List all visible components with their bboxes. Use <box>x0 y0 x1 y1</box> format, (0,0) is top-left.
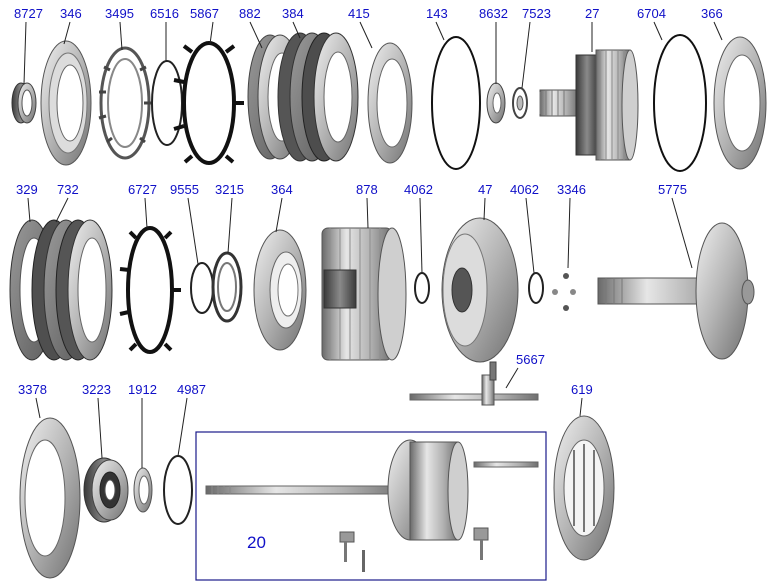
label-878[interactable]: 878 <box>356 182 378 197</box>
part-143-snap-ring <box>431 36 481 170</box>
label-3223[interactable]: 3223 <box>82 382 111 397</box>
part-5775-output-shaft <box>597 222 755 360</box>
part-3378-cover-plate <box>19 417 81 579</box>
group-box-20 <box>195 431 547 581</box>
part-7523-washer <box>512 87 528 119</box>
label-5867[interactable]: 5867 <box>190 6 219 21</box>
part-4062-snap-ring-right <box>528 272 544 304</box>
label-47[interactable]: 47 <box>478 182 493 197</box>
part-346-thrust-washer <box>40 40 92 166</box>
part-5667-park-rod <box>409 361 539 406</box>
label-415[interactable]: 415 <box>348 6 370 21</box>
part-9555-snap-ring <box>190 262 214 314</box>
part-6727-wave-plate <box>119 226 181 354</box>
part-732-clutch-pack <box>31 219 113 361</box>
label-8727[interactable]: 8727 <box>14 6 43 21</box>
label-20[interactable]: 20 <box>247 533 266 552</box>
part-1912-seal <box>133 467 153 513</box>
part-366-reaction-plate <box>713 36 767 170</box>
part-47-drum <box>441 217 519 363</box>
label-4987[interactable]: 4987 <box>177 382 206 397</box>
label-732[interactable]: 732 <box>57 182 79 197</box>
label-143[interactable]: 143 <box>426 6 448 21</box>
part-20-input-shaft-assembly <box>205 439 539 572</box>
part-4987-snap-ring <box>163 455 193 525</box>
label-384[interactable]: 384 <box>282 6 304 21</box>
part-364-piston <box>253 229 307 351</box>
part-619-flange-plate <box>553 415 615 561</box>
label-329[interactable]: 329 <box>16 182 38 197</box>
part-3495-spring-retainer <box>98 46 151 160</box>
label-7523[interactable]: 7523 <box>522 6 551 21</box>
label-3346[interactable]: 3346 <box>557 182 586 197</box>
label-346[interactable]: 346 <box>60 6 82 21</box>
part-27-drum-shaft <box>539 49 639 161</box>
part-6516-snap-ring <box>151 60 183 146</box>
label-366[interactable]: 366 <box>701 6 723 21</box>
label-3215[interactable]: 3215 <box>215 182 244 197</box>
part-415-pressure-plate <box>367 42 413 164</box>
label-4062-left[interactable]: 4062 <box>404 182 433 197</box>
label-3378[interactable]: 3378 <box>18 382 47 397</box>
part-6704-snap-ring <box>653 34 707 172</box>
part-3346-balls <box>552 273 576 311</box>
label-8632[interactable]: 8632 <box>479 6 508 21</box>
part-4062-snap-ring-left <box>414 272 430 304</box>
label-882[interactable]: 882 <box>239 6 261 21</box>
label-364[interactable]: 364 <box>271 182 293 197</box>
label-9555[interactable]: 9555 <box>170 182 199 197</box>
label-3495[interactable]: 3495 <box>105 6 134 21</box>
label-619[interactable]: 619 <box>571 382 593 397</box>
label-27[interactable]: 27 <box>585 6 600 21</box>
part-5867-wave-plate <box>173 41 244 165</box>
label-5775[interactable]: 5775 <box>658 182 687 197</box>
label-6727[interactable]: 6727 <box>128 182 157 197</box>
part-8632-thrust-washer <box>486 82 506 124</box>
label-5667[interactable]: 5667 <box>516 352 545 367</box>
part-3223-bearing <box>83 457 129 523</box>
part-8727-needle-bearing <box>11 82 37 124</box>
part-3215-spring <box>211 251 243 323</box>
label-6704[interactable]: 6704 <box>637 6 666 21</box>
label-4062-right[interactable]: 4062 <box>510 182 539 197</box>
part-878-clutch-housing <box>321 227 407 361</box>
leader-lines <box>23 21 723 468</box>
label-6516[interactable]: 6516 <box>150 6 179 21</box>
label-1912[interactable]: 1912 <box>128 382 157 397</box>
part-384-clutch-discs <box>277 32 359 162</box>
